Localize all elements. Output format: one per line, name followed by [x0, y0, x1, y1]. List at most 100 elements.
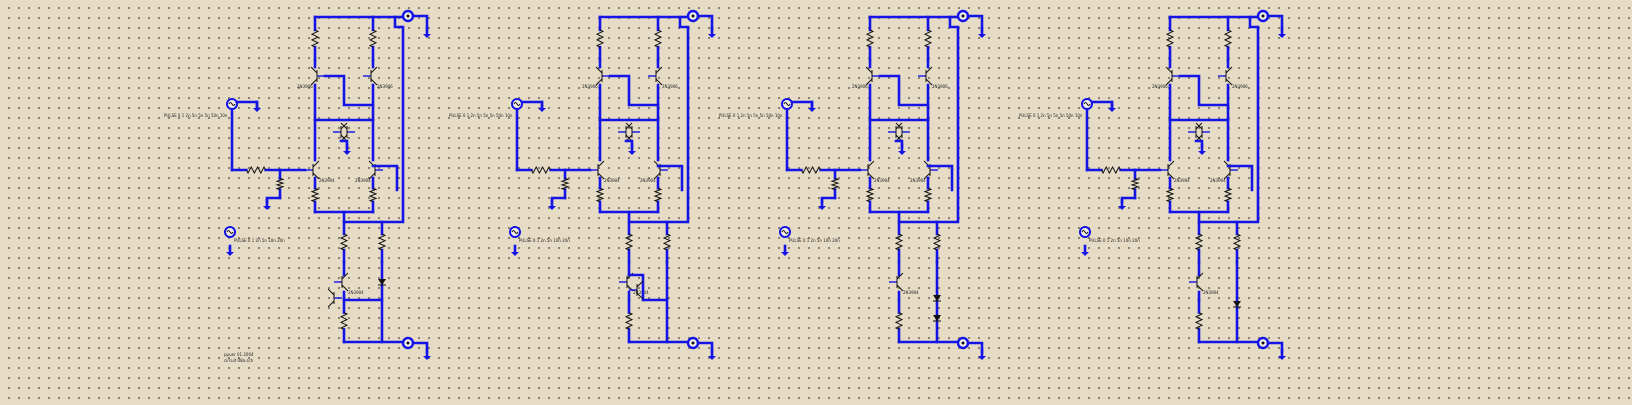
- ground-icon: [708, 356, 716, 360]
- resistor: [865, 187, 875, 203]
- sine-glyph: [783, 102, 791, 106]
- resistor: [923, 187, 933, 203]
- ground-icon: [708, 34, 716, 38]
- transistor-collector: [895, 122, 903, 130]
- transistor-emitter: [865, 78, 873, 86]
- transistor-label: 2N3904: [348, 290, 364, 295]
- transistor-collector: [327, 288, 335, 296]
- wire: [820, 196, 837, 204]
- resistor: [653, 187, 663, 203]
- wire: [1090, 100, 1114, 110]
- wire: [1178, 74, 1230, 107]
- transistor-label: 2N3906: [1152, 84, 1168, 89]
- resistor: [1232, 233, 1242, 251]
- transistor-emitter: [370, 78, 378, 86]
- wire: [790, 100, 814, 110]
- diode-icon: [378, 279, 386, 285]
- transistor-emitter: [636, 292, 644, 300]
- transistor-collector: [1165, 66, 1173, 74]
- resistor: [653, 29, 663, 48]
- transistor-collector: [925, 66, 933, 74]
- transistor-label: 2N3904: [903, 290, 919, 295]
- ground-icon: [1198, 151, 1206, 155]
- wire: [627, 273, 669, 302]
- transistor-collector: [865, 66, 873, 74]
- wire: [1266, 341, 1284, 354]
- ground-icon: [263, 206, 271, 210]
- wire: [598, 15, 688, 29]
- transistor-collector: [867, 160, 875, 168]
- transistor-label: 2N3904: [633, 290, 649, 295]
- ground-icon: [1278, 356, 1286, 360]
- resistor: [1194, 312, 1204, 330]
- input-source-label: PULSE 0 1 2n 5n 5n 5n 50n 10n: [164, 113, 228, 118]
- transistor-collector: [312, 160, 320, 168]
- transistor-collector: [370, 66, 378, 74]
- wire: [1197, 25, 1260, 224]
- resistor: [1165, 187, 1175, 203]
- resistor: [1223, 187, 1233, 203]
- transistor-label: 2N3906: [377, 84, 393, 89]
- wire: [235, 100, 259, 110]
- resistor: [1130, 177, 1140, 191]
- transistor-emitter: [312, 172, 320, 180]
- transistor-collector: [1195, 122, 1203, 130]
- ground-icon: [781, 252, 789, 256]
- resistor: [1194, 233, 1204, 251]
- transistor-label: 2N3904: [1210, 178, 1226, 183]
- resistor: [894, 233, 904, 251]
- wire: [656, 164, 684, 192]
- resistor: [1100, 165, 1122, 175]
- wire: [323, 74, 375, 107]
- transistor-collector: [1167, 160, 1175, 168]
- bias-source-label: PULSE 0 1 2n 5n 10n 20n: [234, 238, 285, 243]
- input-source-label: PULSE 0 1 2n 5n 5n 5n 50n 10n: [719, 113, 783, 118]
- resistor: [894, 312, 904, 330]
- ground-icon: [628, 151, 636, 155]
- resistor: [624, 312, 634, 330]
- ground-icon: [898, 151, 906, 155]
- wire: [878, 74, 930, 107]
- wire: [608, 74, 660, 107]
- transistor-label: 2N3904: [1174, 178, 1190, 183]
- transistor-emitter: [653, 172, 661, 180]
- sine-glyph: [226, 230, 234, 234]
- transistor-emitter: [923, 172, 931, 180]
- sine-glyph: [513, 102, 521, 106]
- transistor-emitter: [368, 172, 376, 180]
- transistor-emitter: [1196, 284, 1204, 292]
- ground-icon: [978, 34, 986, 38]
- wire: [696, 341, 714, 354]
- wire: [411, 14, 429, 32]
- transistor-label: 2N3906: [662, 84, 678, 89]
- resistor: [339, 312, 349, 330]
- terminal-dot: [961, 341, 965, 345]
- sine-glyph: [1083, 102, 1091, 106]
- resistor: [560, 177, 570, 191]
- terminal-dot: [406, 341, 410, 345]
- transistor-collector: [896, 272, 904, 280]
- terminal-dot: [1261, 14, 1265, 18]
- ground-icon: [511, 252, 519, 256]
- terminal-dot: [961, 14, 965, 18]
- transistor-label: 2N3904: [910, 178, 926, 183]
- transistor-emitter: [595, 78, 603, 86]
- resistor: [1165, 29, 1175, 48]
- resistor: [595, 29, 605, 48]
- wire: [550, 196, 567, 204]
- transistor-emitter: [341, 284, 349, 292]
- diode-icon: [933, 315, 941, 321]
- transistor-collector: [595, 66, 603, 74]
- wire: [897, 25, 960, 224]
- resistor: [624, 233, 634, 251]
- wire: [1120, 196, 1137, 204]
- wire: [966, 14, 984, 32]
- transistor-collector: [636, 280, 644, 288]
- transistor-emitter: [896, 284, 904, 292]
- resistor: [595, 187, 605, 203]
